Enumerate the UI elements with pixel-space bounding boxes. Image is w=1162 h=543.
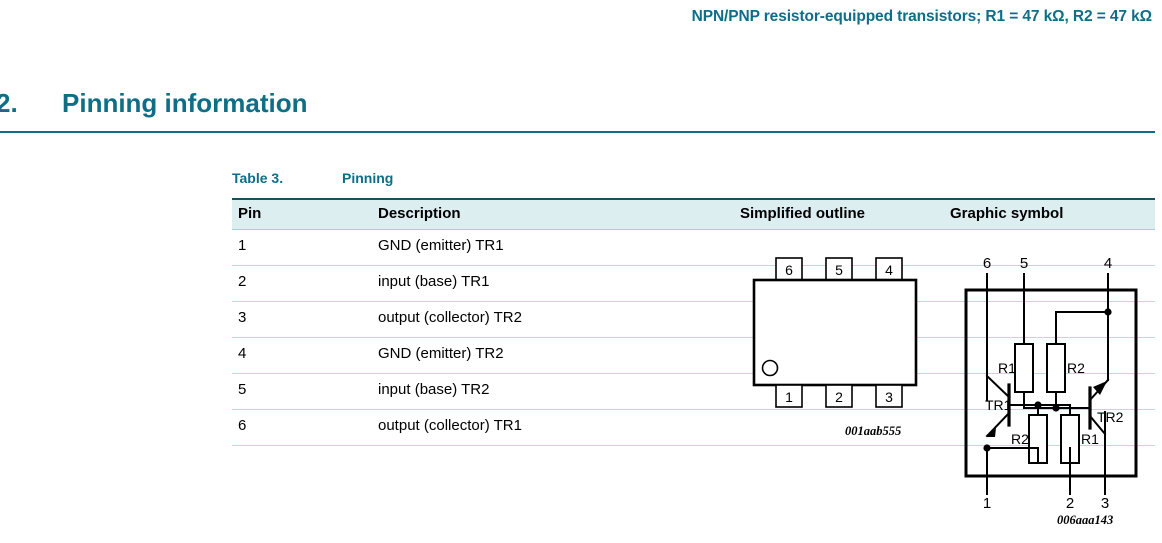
pin1-index-circle — [761, 359, 779, 377]
cell-description: input (base) TR1 — [378, 273, 490, 290]
svg-text:1: 1 — [785, 389, 793, 405]
svg-text:6: 6 — [785, 262, 793, 278]
cell-description: input (base) TR2 — [378, 381, 490, 398]
column-header-simplified-outline: Simplified outline — [740, 205, 866, 222]
svg-text:TR1: TR1 — [985, 397, 1012, 413]
column-header-pin: Pin — [238, 205, 262, 222]
pinning-table: Pin Description Simplified outline Graph… — [232, 198, 1155, 446]
section-number: 2. — [0, 88, 18, 118]
table-row: 5 input (base) TR2 — [232, 374, 1155, 410]
cell-pin: 4 — [238, 345, 247, 362]
graphic-symbol-figure: 6 5 4 1 2 3 R1 R2 R2 R1 TR1 TR2 — [950, 252, 1160, 510]
simplified-outline-figure: 6 5 4 1 2 3 — [748, 250, 938, 425]
cell-pin: 5 — [238, 381, 247, 398]
svg-text:2: 2 — [1066, 495, 1074, 510]
table-row: 1 GND (emitter) TR1 — [232, 230, 1155, 266]
table-caption-title: Pinning — [342, 170, 394, 186]
svg-text:4: 4 — [885, 262, 893, 278]
running-header: NPN/PNP resistor-equipped transistors; R… — [691, 8, 1152, 25]
cell-description: output (collector) TR2 — [378, 309, 522, 326]
outline-figure-caption: 001aab555 — [845, 424, 902, 438]
cell-description: GND (emitter) TR1 — [378, 237, 504, 254]
cell-pin: 1 — [238, 237, 247, 254]
cell-pin: 6 — [238, 417, 247, 434]
section-divider — [0, 131, 1155, 133]
table-caption: Table 3. Pinning — [232, 170, 393, 186]
table-caption-label: Table 3. — [232, 170, 284, 186]
cell-description: output (collector) TR1 — [378, 417, 522, 434]
cell-pin: 2 — [238, 273, 247, 290]
svg-text:R2: R2 — [1011, 431, 1029, 447]
column-header-description: Description — [378, 205, 461, 222]
svg-text:5: 5 — [835, 262, 843, 278]
table-header-row: Pin Description Simplified outline Graph… — [232, 198, 1155, 230]
svg-text:TR2: TR2 — [1097, 409, 1124, 425]
svg-text:2: 2 — [835, 389, 843, 405]
svg-text:R1: R1 — [1081, 431, 1099, 447]
column-header-graphic-symbol: Graphic symbol — [950, 205, 1064, 222]
svg-text:3: 3 — [885, 389, 893, 405]
svg-text:3: 3 — [1101, 495, 1109, 510]
cell-pin: 3 — [238, 309, 247, 326]
cell-description: GND (emitter) TR2 — [378, 345, 504, 362]
page-title: Pinning information — [62, 88, 308, 118]
svg-text:R2: R2 — [1067, 360, 1085, 376]
table-row: 4 GND (emitter) TR2 — [232, 338, 1155, 374]
table-row: 6 output (collector) TR1 — [232, 410, 1155, 446]
svg-text:R1: R1 — [998, 360, 1016, 376]
svg-text:4: 4 — [1104, 255, 1112, 272]
svg-text:1: 1 — [983, 495, 991, 510]
section-heading: 2. Pinning information — [0, 88, 1162, 133]
table-row: 3 output (collector) TR2 — [232, 302, 1155, 338]
svg-text:6: 6 — [983, 255, 991, 272]
svg-text:5: 5 — [1020, 255, 1028, 272]
symbol-figure-caption: 006aaa143 — [1057, 513, 1114, 527]
table-row: 2 input (base) TR1 — [232, 266, 1155, 302]
